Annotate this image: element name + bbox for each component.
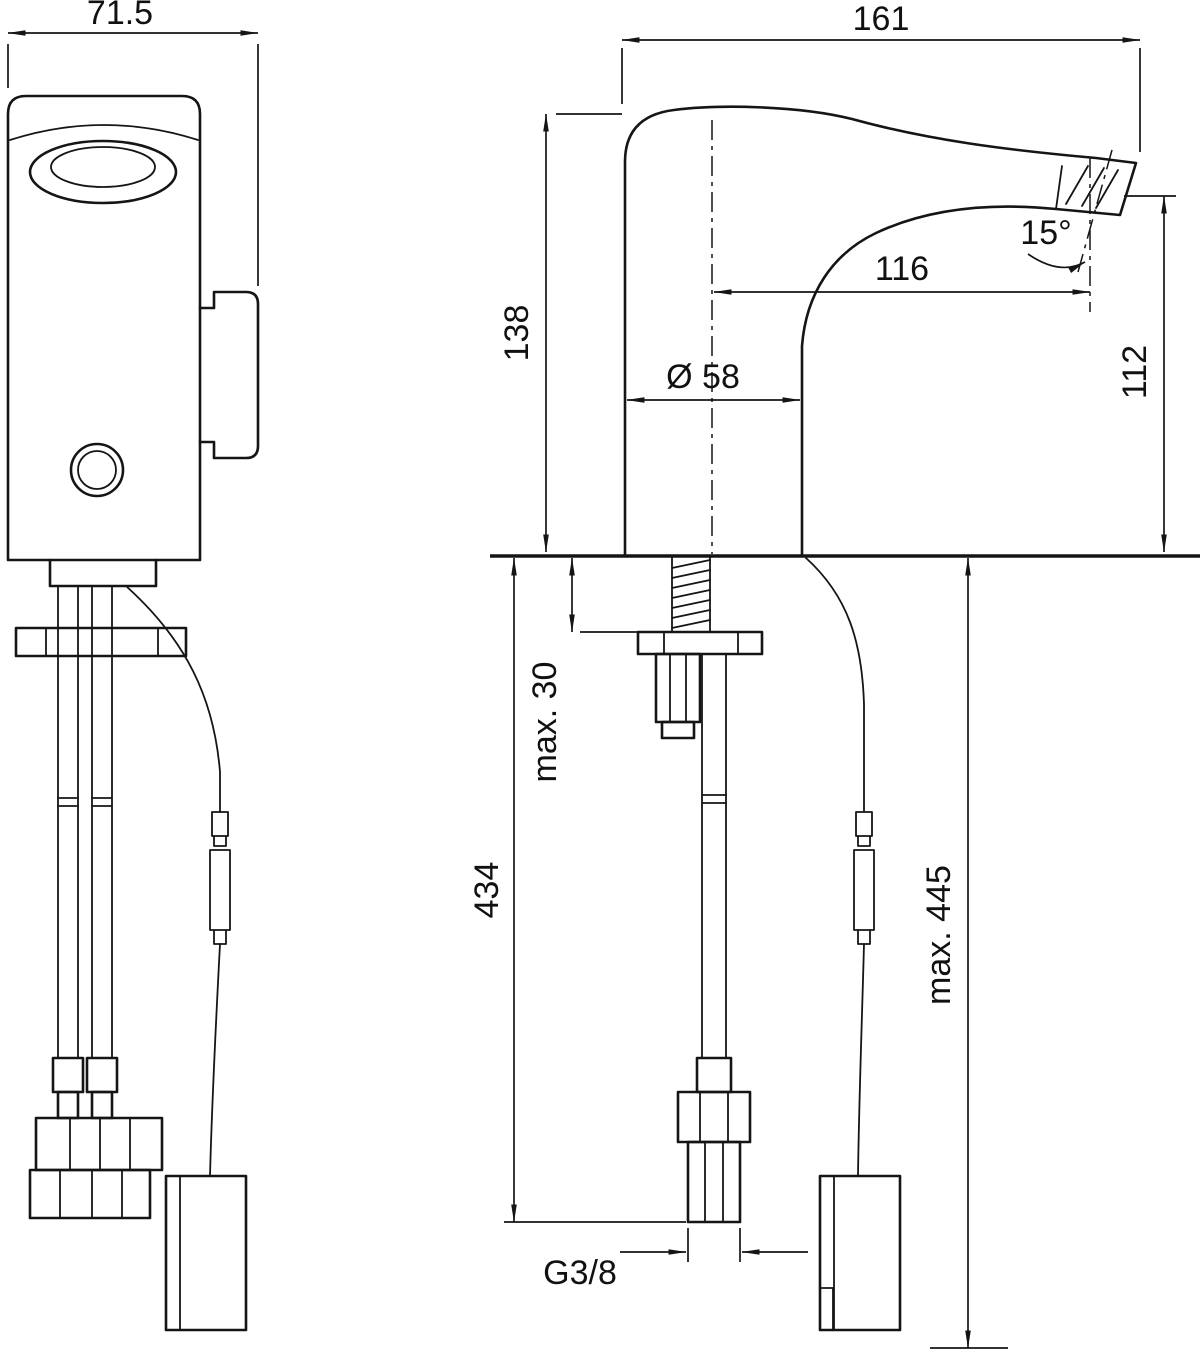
- dim-hose-length: 434: [468, 557, 686, 1223]
- cable-connector: [209, 811, 231, 945]
- aerator-hatch: [1065, 165, 1119, 209]
- cable-wire-side: [857, 943, 865, 1177]
- pipe-thread-end-facets: [704, 1141, 724, 1223]
- pipe-ferrule: [695, 1056, 733, 1094]
- dim-height: 138: [498, 113, 622, 553]
- outlet-tilt-axis: [1077, 149, 1113, 273]
- hose-necks: [56, 1090, 114, 1120]
- dim-hose-length-label: 434: [468, 862, 506, 919]
- union-nuts-row1-facets: [69, 1117, 131, 1171]
- dim-cable-length-label: max. 445: [920, 865, 958, 1005]
- mounting-washer: [636, 630, 764, 656]
- dim-outlet-height: 112: [1116, 195, 1176, 553]
- spout-opening-inner: [50, 146, 156, 188]
- dim-deck-thickness-label: max. 30: [526, 662, 564, 783]
- front-view: [6, 94, 260, 1332]
- faucet-profile: [623, 105, 1138, 558]
- dim-reach: 116: [713, 250, 1091, 295]
- dim-length-ext: [621, 48, 1141, 152]
- union-nuts-row1: [34, 1116, 164, 1172]
- pipe-sleeve-marks: [701, 794, 727, 804]
- supply-hoses: [57, 585, 113, 1059]
- union-nuts-row2-facets: [59, 1169, 123, 1219]
- dim-angle: 15°: [1020, 214, 1086, 273]
- sensor-cable: [125, 585, 221, 813]
- dim-diameter-label: Ø 58: [666, 358, 740, 396]
- fixing-nut-facets: [669, 653, 687, 723]
- control-box-notch: [819, 1287, 834, 1331]
- dim-thread-ext: [687, 1228, 741, 1262]
- pipe-union-nut-facets: [699, 1091, 729, 1143]
- union-nuts-row2: [28, 1168, 152, 1220]
- dim-thread: G3/8: [543, 1228, 808, 1292]
- dim-depth-ext: [7, 44, 259, 286]
- dim-thread-label: G3/8: [543, 1254, 617, 1292]
- hose-sleeve-marks: [57, 797, 113, 807]
- dim-depth: 71.5: [7, 0, 259, 286]
- dim-depth-label: 71.5: [87, 0, 153, 32]
- control-box: [164, 1174, 248, 1332]
- mounting-bracket: [14, 626, 188, 658]
- dim-height-label: 138: [498, 305, 536, 362]
- sensor-cable-side: [805, 557, 865, 813]
- side-lever: [198, 290, 260, 460]
- pipe-thread-end: [686, 1140, 742, 1224]
- dim-deck-thickness: max. 30: [526, 557, 640, 783]
- spout-opening-outer: [28, 139, 178, 205]
- sensor-window-outer: [69, 442, 125, 498]
- mounting-bracket-detail: [45, 627, 159, 657]
- side-view: [490, 105, 1200, 1332]
- fixing-nut-cap: [660, 720, 696, 740]
- dimension-annotations: 71.5 161 138 15° 116 Ø 58 112: [7, 0, 1176, 1349]
- cable-connector-side: [853, 811, 875, 945]
- aerator-edge: [1055, 165, 1063, 210]
- dim-reach-label: 116: [875, 250, 929, 288]
- dim-cable-length: max. 445: [920, 557, 1008, 1349]
- hose-ferrules: [51, 1056, 119, 1094]
- control-box-side: [818, 1174, 902, 1332]
- faucet-body-front: [6, 94, 202, 562]
- shank-threads: [671, 559, 711, 629]
- pipe-union-nut: [676, 1090, 752, 1144]
- base-collar: [48, 558, 158, 588]
- dim-angle-label: 15°: [1020, 214, 1071, 252]
- cable-wire: [209, 943, 221, 1177]
- supply-pipe: [701, 653, 727, 1059]
- dim-outlet-height-label: 112: [1116, 345, 1154, 399]
- dim-diameter: Ø 58: [626, 358, 801, 403]
- dim-angle-arc: [1027, 253, 1086, 273]
- body-top-arc: [9, 124, 199, 141]
- mounting-washer-detail: [663, 631, 739, 655]
- fixing-nut: [654, 652, 702, 724]
- dim-length-label: 161: [853, 0, 910, 38]
- sensor-window-inner: [77, 450, 117, 490]
- dim-length: 161: [621, 0, 1141, 152]
